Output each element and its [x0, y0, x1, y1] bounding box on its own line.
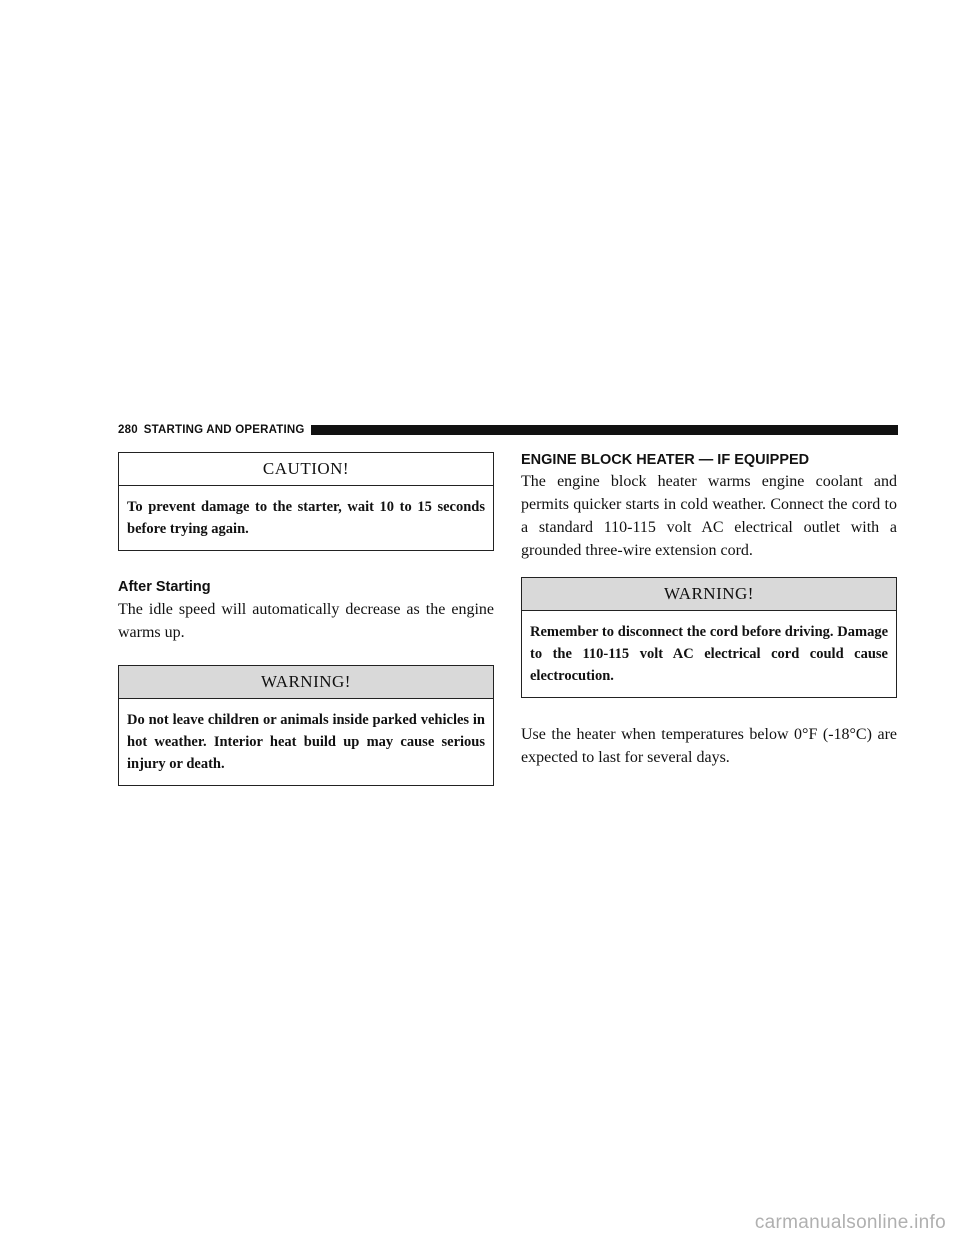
warning-title: WARNING! — [119, 666, 493, 699]
after-starting-text: The idle speed will automatically decrea… — [118, 601, 494, 641]
warning-text: Do not leave children or animals inside … — [127, 712, 485, 772]
engine-block-heater-text: The engine block heater warms engine coo… — [521, 473, 897, 559]
caution-text: To prevent damage to the starter, wait 1… — [127, 499, 485, 537]
warning-box-cord: WARNING! Remember to disconnect the cord… — [521, 577, 897, 698]
warning-box-children: WARNING! Do not leave children or animal… — [118, 665, 494, 786]
section-title: STARTING AND OPERATING — [143, 424, 305, 436]
warning-text: Remember to disconnect the cord before d… — [530, 624, 888, 684]
engine-block-heater-heading: ENGINE BLOCK HEATER — IF EQUIPPED — [521, 452, 810, 468]
warning-title: WARNING! — [522, 578, 896, 611]
after-starting-heading: After Starting — [118, 579, 211, 595]
page-header: 280 STARTING AND OPERATING — [118, 423, 898, 437]
watermark: carmanualsonline.info — [754, 1212, 946, 1233]
page-number: 280 — [118, 424, 138, 436]
caution-title: CAUTION! — [119, 453, 493, 486]
right-column: ENGINE BLOCK HEATER — IF EQUIPPED The en… — [521, 452, 897, 769]
header-rule — [310, 425, 898, 435]
left-column: CAUTION! To prevent damage to the starte… — [118, 452, 494, 786]
heater-usage-text: Use the heater when temperatures below 0… — [521, 726, 897, 766]
caution-box: CAUTION! To prevent damage to the starte… — [118, 452, 494, 551]
